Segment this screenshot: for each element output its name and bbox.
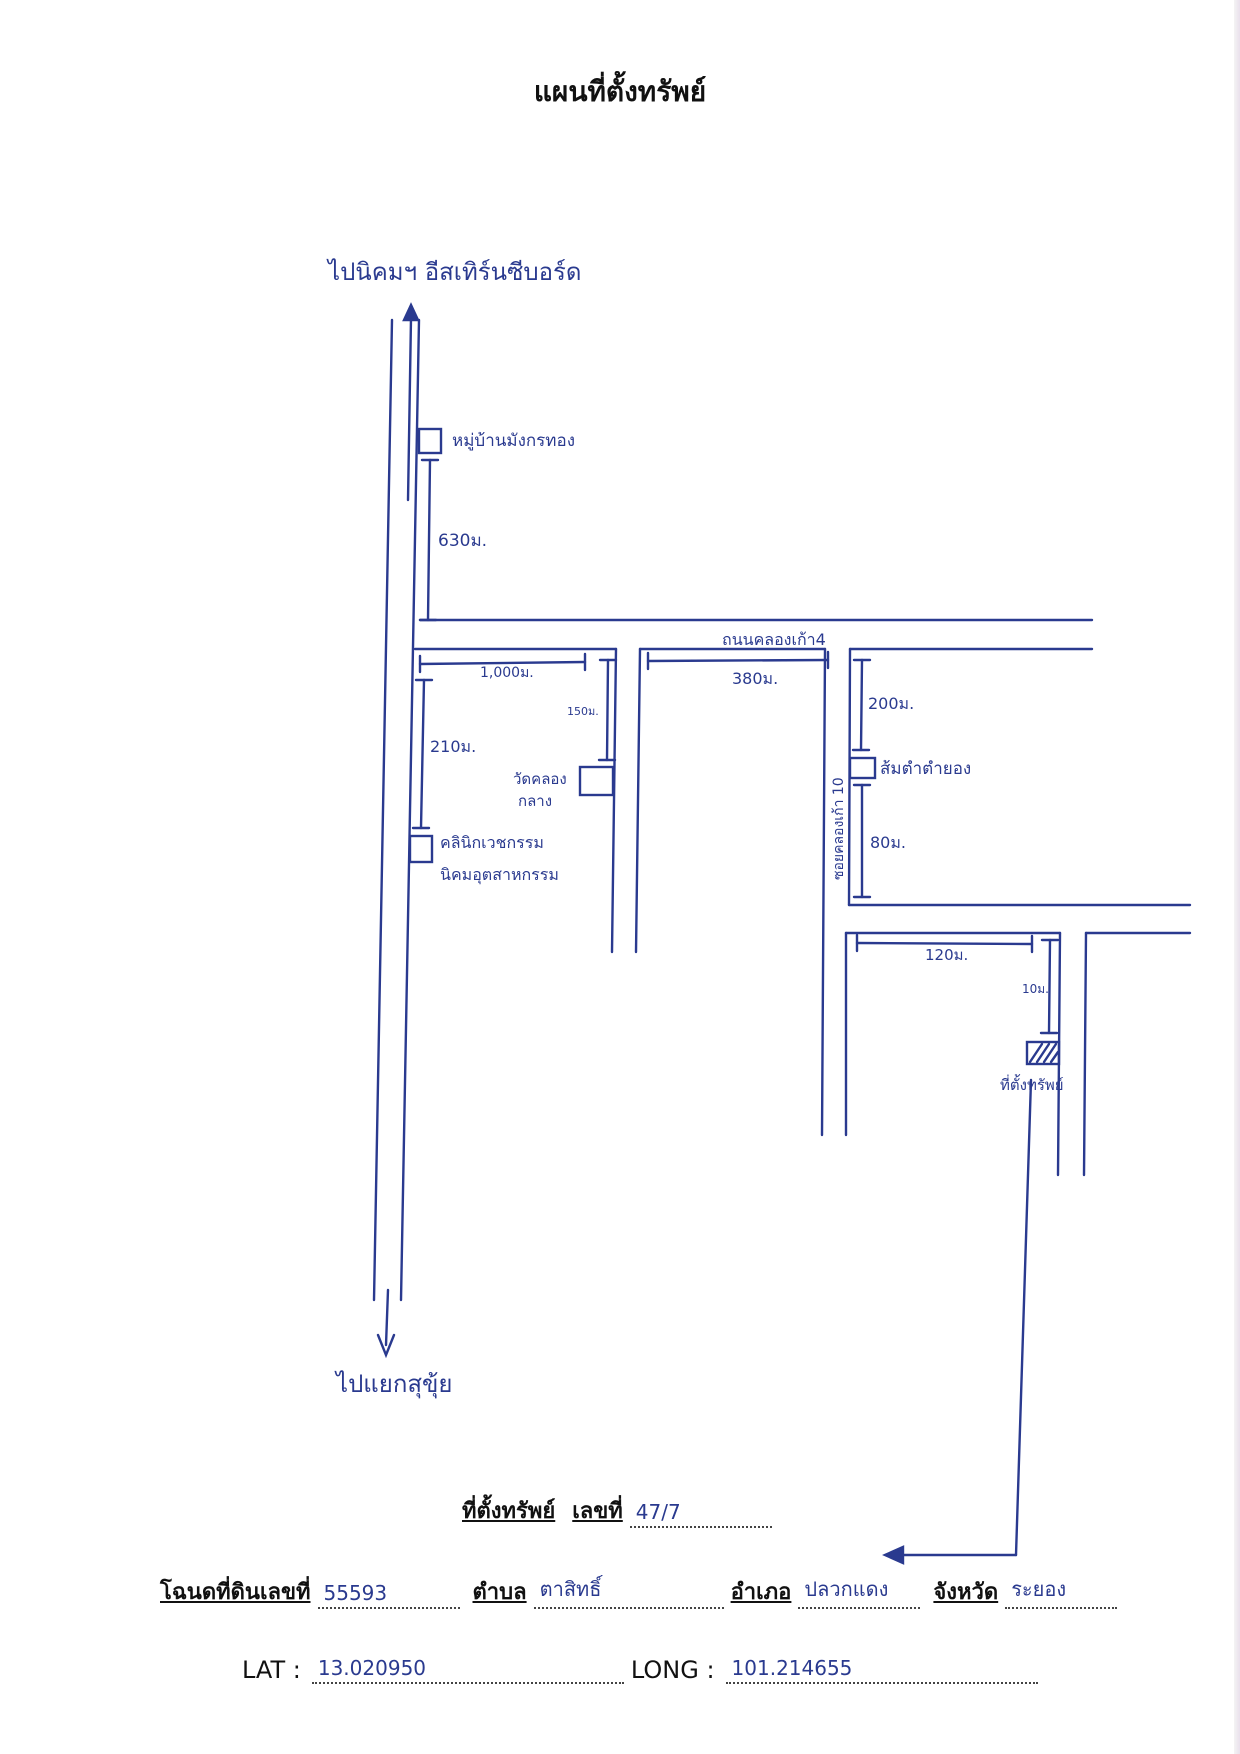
lat-value: 13.020950 [311, 1656, 624, 1684]
label-clinic-line1: คลินิกเวชกรรม [440, 833, 544, 852]
page-title: แผนที่ตั้งทรัพย์ [533, 75, 707, 108]
location-label: ที่ตั้งทรัพย์ [462, 1499, 556, 1524]
south-arrow-icon [376, 1333, 396, 1359]
label-temple-line2: กลาง [518, 792, 552, 810]
label-dist-630: 630ม. [438, 531, 487, 551]
village-marker [417, 427, 443, 455]
label-dist-1000: 1,000ม. [480, 665, 534, 681]
deed-label: โฉนดที่ดินเลขที่ [160, 1580, 311, 1605]
label-dist-10: 10ม. [1022, 982, 1049, 996]
label-dist-210: 210ม. [430, 737, 476, 756]
lat-label: LAT : [242, 1656, 301, 1684]
main-road-left-edge [372, 318, 394, 1302]
soi-10-left-edge [820, 647, 827, 1137]
page-edge [1234, 0, 1240, 1754]
label-temple-line1: วัดคลอง [513, 770, 567, 788]
label-village: หมู่บ้านมังกรทอง [452, 431, 575, 451]
province-value: ระยอง [1005, 1573, 1118, 1609]
district-label: อำเภอ [730, 1580, 792, 1605]
long-value: 101.214655 [725, 1656, 1038, 1684]
house-no-value: 47/7 [629, 1500, 772, 1528]
temple-marker [578, 765, 615, 797]
orchard-marker [848, 756, 877, 780]
province-label: จังหวัด [933, 1580, 999, 1605]
label-dist-150: 150ม. [567, 705, 599, 718]
main-road-right-edge [399, 318, 421, 1302]
label-clinic-line2: นิคมอุตสาหกรรม [440, 865, 559, 885]
label-to-south: ไปแยกสุขุ้ย [334, 1370, 452, 1399]
coordinates-row: LAT : 13.020950 LONG : 101.214655 [242, 1656, 1038, 1684]
label-dist-120: 120ม. [925, 946, 968, 964]
north-arrow-shaft [406, 316, 413, 502]
label-dist-80: 80ม. [870, 833, 906, 852]
dim-630-line [426, 458, 432, 622]
label-property: ที่ตั้งทรัพย์ [1000, 1074, 1064, 1094]
long-label: LONG : [630, 1656, 715, 1684]
property-marker [1025, 1040, 1061, 1066]
label-to-north: ไปนิคมฯ อีสเทิร์นซีบอร์ด [326, 258, 582, 286]
label-dist-380: 380ม. [732, 669, 778, 688]
location-row: ที่ตั้งทรัพย์ เลขที่ 47/7 [462, 1493, 772, 1528]
deed-row: โฉนดที่ดินเลขที่ 55593 ตำบล ตาสิทธิ์ อำเ… [160, 1573, 1118, 1609]
subdistrict-value: ตาสิทธิ์ [533, 1573, 724, 1609]
north-arrow-icon [402, 302, 420, 322]
label-dist-200: 200ม. [868, 694, 914, 713]
clinic-marker [408, 834, 434, 864]
label-road-name: ถนนคลองเก้า4 [722, 630, 826, 649]
pointer-arrow-icon [882, 1545, 905, 1565]
label-orchard: ส้มตำตำยอง [880, 759, 971, 779]
house-no-label: เลขที่ [572, 1499, 623, 1524]
deed-value: 55593 [317, 1581, 460, 1609]
subdistrict-label: ตำบล [472, 1580, 527, 1605]
south-arrow-shaft [384, 1288, 390, 1347]
property-pointer-line [1014, 1078, 1033, 1557]
district-value: ปลวกแดง [798, 1573, 921, 1609]
label-soi-10: ซอยคลองเก้า 10 [831, 777, 847, 880]
